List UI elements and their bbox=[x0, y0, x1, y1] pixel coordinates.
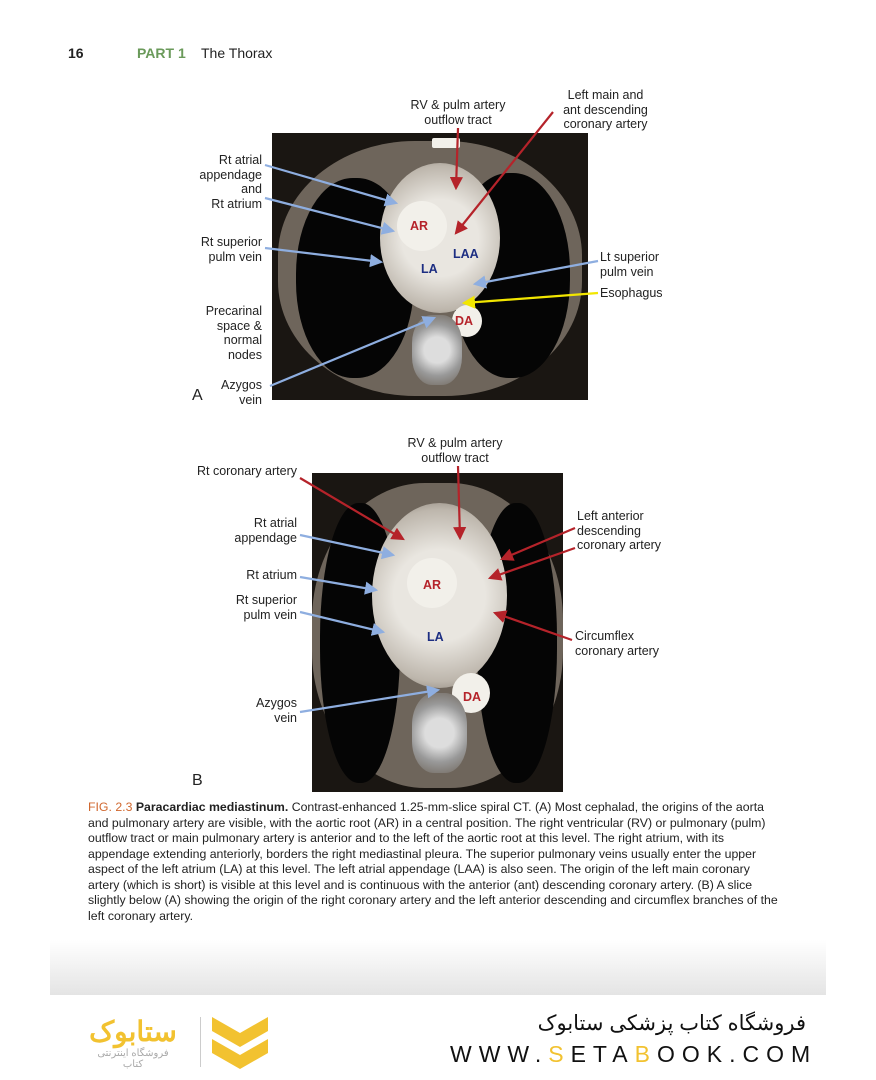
arrow-lad-1 bbox=[499, 526, 576, 561]
url-part-accent: B bbox=[634, 1041, 657, 1067]
arrow-rt-coronary bbox=[299, 477, 405, 541]
label-lad: Left anterior descending coronary artery bbox=[577, 509, 662, 552]
arrow-rt-atrial-app bbox=[264, 163, 399, 207]
arrow-circumflex bbox=[492, 610, 573, 642]
url-part-accent: S bbox=[548, 1041, 571, 1067]
arrow-esophagus bbox=[461, 291, 599, 309]
label-left-main: Left main and ant descending coronary ar… bbox=[563, 88, 648, 131]
arrow-rt-sup-pulm-b bbox=[299, 610, 386, 636]
label-esophagus: Esophagus bbox=[600, 286, 663, 300]
label-rt-atrium: Rt atrium bbox=[246, 568, 297, 582]
tag-laa: LAA bbox=[453, 247, 479, 261]
label-rt-coronary: Rt coronary artery bbox=[196, 464, 297, 478]
label-rt-atrial: Rt atrial appendage and Rt atrium bbox=[199, 153, 262, 211]
label-rv-outflow-b: RV & pulm artery outflow tract bbox=[407, 436, 503, 465]
label-circumflex: Circumflex coronary artery bbox=[575, 629, 660, 658]
arrow-lad-2 bbox=[487, 546, 576, 581]
arrow-rt-sup-pulm bbox=[264, 246, 384, 268]
page-bottom-fade bbox=[50, 940, 826, 995]
panel-label-a: A bbox=[192, 387, 203, 404]
panel-label-b: B bbox=[192, 772, 203, 789]
label-azygos: Azygos vein bbox=[221, 378, 262, 407]
label-precarinal: Precarinal space & normal nodes bbox=[205, 304, 262, 362]
setabook-logo: ستابوک فروشگاه اینترنتی کتاب bbox=[88, 1015, 178, 1070]
arrow-rv-a bbox=[449, 127, 463, 191]
tag-ar-b: AR bbox=[423, 578, 442, 592]
ct-image-b bbox=[312, 473, 563, 792]
store-name: فروشگاه کتاب پزشکی ستابوک bbox=[537, 1012, 806, 1035]
arrow-rt-atrium-b bbox=[299, 575, 379, 595]
arrow-rt-atrium bbox=[264, 196, 396, 235]
label-rt-sup-pulm-b: Rt superior pulm vein bbox=[235, 593, 297, 622]
arrow-rt-atrial-app-b bbox=[299, 533, 396, 560]
logo-text: ستابوک bbox=[89, 1016, 177, 1047]
label-azygos-b: Azygos vein bbox=[256, 696, 297, 725]
url-part: OOK.COM bbox=[656, 1041, 818, 1067]
section-title: The Thorax bbox=[201, 45, 273, 61]
caption-text: Contrast-enhanced 1.25-mm-slice spiral C… bbox=[88, 800, 778, 923]
url-part: ETA bbox=[570, 1041, 635, 1067]
url-part: WWW. bbox=[450, 1041, 549, 1067]
figure-title: Paracardiac mediastinum. bbox=[135, 800, 289, 814]
label-rt-sup-pulm: Rt superior pulm vein bbox=[200, 235, 262, 264]
logo-subtitle: فروشگاه اینترنتی کتاب bbox=[97, 1048, 169, 1070]
label-rt-atrial-app: Rt atrial appendage bbox=[234, 516, 297, 545]
arrow-rv-b bbox=[453, 465, 467, 541]
label-lt-sup-pulm: Lt superior pulm vein bbox=[600, 250, 660, 279]
page-number: 16 bbox=[68, 45, 84, 61]
figure-number: FIG. 2.3 bbox=[88, 800, 133, 814]
arrow-azygos-b bbox=[299, 685, 441, 714]
tag-da-b: DA bbox=[463, 690, 482, 704]
part-label: PART 1 bbox=[137, 45, 186, 61]
figure-caption: FIG. 2.3 Paracardiac mediastinum. Contra… bbox=[88, 800, 778, 924]
store-url: WWW.SETABOOK.COM bbox=[450, 1041, 817, 1068]
chevron-logo-icon bbox=[212, 1017, 268, 1069]
arrow-lt-sup-pulm bbox=[472, 259, 599, 289]
arrow-left-main bbox=[454, 111, 554, 235]
label-rv-outflow: RV & pulm artery outflow tract bbox=[410, 98, 506, 127]
tag-da: DA bbox=[455, 314, 474, 328]
tag-la-b: LA bbox=[427, 630, 444, 644]
arrow-azygos bbox=[269, 316, 437, 388]
logo-divider bbox=[200, 1017, 201, 1067]
store-footer: ستابوک فروشگاه اینترنتی کتاب فروشگاه کتا… bbox=[0, 995, 876, 1080]
tag-la: LA bbox=[421, 262, 438, 276]
tag-ar: AR bbox=[410, 219, 429, 233]
